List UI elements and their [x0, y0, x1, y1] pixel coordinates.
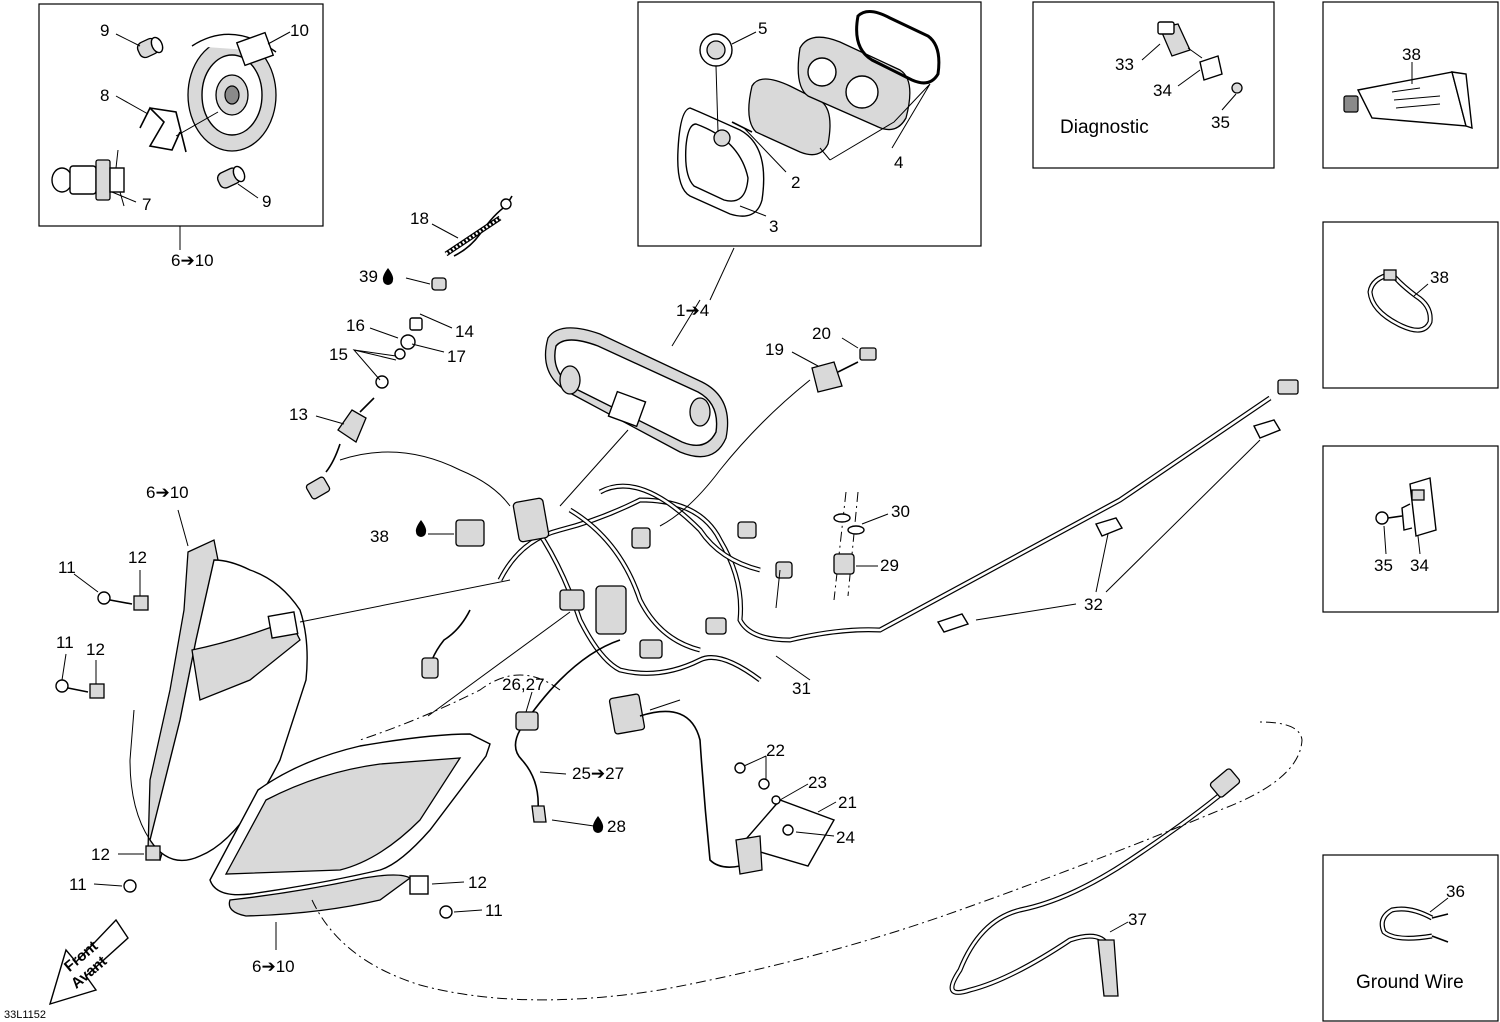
callout-29: 29: [880, 556, 899, 575]
diagnostic-label: Diagnostic: [1060, 117, 1149, 138]
callout-34-diag: 34: [1153, 81, 1172, 100]
callout-39: 39: [359, 267, 378, 286]
callout-32: 32: [1084, 595, 1103, 614]
callout-11-d: 11: [485, 901, 503, 920]
callout-14: 14: [455, 322, 474, 341]
callout-23: 23: [808, 773, 827, 792]
callout-6-10-right: 6➔10: [252, 957, 295, 976]
callout-12-d: 12: [468, 873, 487, 892]
callout-6-10-left: 6➔10: [146, 483, 189, 502]
callout-6-10-top: 6➔10: [171, 251, 214, 270]
sensor-29: 30 29: [833, 491, 910, 601]
front-arrow-icon: Front Avant: [48, 918, 129, 1006]
gauge-assembly: 1➔4: [544, 247, 735, 458]
callout-5: 5: [758, 19, 767, 38]
callout-15: 15: [329, 345, 348, 364]
control-module: 22 23 21 24: [608, 693, 857, 875]
diagnostic-box: 33 34 35 Diagnostic: [1032, 1, 1275, 169]
headlamp-reflector: [187, 31, 277, 152]
callout-19: 19: [765, 340, 784, 359]
callout-17: 17: [447, 347, 466, 366]
diagnostic-nut: [1231, 82, 1243, 94]
callout-12-b: 12: [86, 640, 105, 659]
rubber-sleeve-upper: [136, 36, 164, 59]
clip-bracket-box: 35 34: [1322, 445, 1499, 613]
callout-31: 31: [792, 679, 811, 698]
callout-1-4: 1➔4: [676, 301, 709, 320]
callout-20: 20: [812, 324, 831, 343]
callout-11-c: 11: [69, 875, 87, 894]
mounting-bracket: [1401, 477, 1437, 537]
ground-wire-box: 36 Ground Wire: [1322, 854, 1499, 1022]
oil-drop-icon: [415, 520, 427, 537]
callout-35-clip: 35: [1374, 556, 1393, 575]
drawing-number: 33L1152: [4, 1009, 46, 1021]
rubber-sleeve-lower: [216, 165, 246, 189]
callout-35-diag: 35: [1211, 113, 1230, 132]
callout-9-lower: 9: [262, 192, 271, 211]
callout-25-27: 25➔27: [572, 764, 624, 783]
wiring-harness: 31: [421, 379, 1299, 731]
callout-36: 36: [1446, 882, 1465, 901]
oil-drop-icon: [592, 816, 604, 833]
callout-38-connector: 38: [370, 527, 389, 546]
callout-30: 30: [891, 502, 910, 521]
callout-11-b: 11: [56, 633, 74, 652]
callout-28: 28: [607, 817, 626, 836]
callout-24: 24: [836, 828, 855, 847]
gauge-lens: [748, 78, 831, 156]
oil-drop-icon: [382, 268, 394, 285]
gauge-components-box: 5 2 3 4: [637, 1, 982, 247]
bracket-screw: [1375, 511, 1403, 525]
gauge-gasket: [855, 10, 941, 85]
callout-26-27: 26,27: [502, 675, 545, 694]
tie-strap-box: 38: [1322, 221, 1499, 389]
gauge-dial: [699, 33, 733, 67]
callout-34-clip: 34: [1410, 556, 1429, 575]
callout-38-strap: 38: [1430, 268, 1449, 287]
sealant-tube-box: 38: [1322, 1, 1499, 169]
callout-33: 33: [1115, 55, 1134, 74]
left-headlamp-assembly: 6➔10 11 12 11 12 12 11: [55, 483, 308, 894]
right-headlamp-assembly: 6➔10 12 11: [209, 733, 503, 976]
callout-37: 37: [1128, 910, 1147, 929]
callout-4: 4: [894, 153, 903, 172]
temperature-sensor: 26,27 25➔27 28: [502, 675, 626, 836]
callout-12-a: 12: [128, 548, 147, 567]
callout-2: 2: [791, 173, 800, 192]
callout-21: 21: [838, 793, 857, 812]
protective-sleeves: 32: [936, 419, 1282, 633]
callout-18: 18: [410, 209, 429, 228]
callout-7: 7: [142, 195, 151, 214]
callout-9-upper: 9: [100, 21, 109, 40]
callout-16: 16: [346, 316, 365, 335]
callout-38-tube: 38: [1402, 45, 1421, 64]
callout-22: 22: [766, 741, 785, 760]
diagnostic-connector: [1157, 21, 1191, 57]
exhaust-temperature-sensor: 37: [949, 768, 1241, 997]
connector-38: 38: [370, 519, 485, 547]
callout-10: 10: [290, 21, 309, 40]
callout-11-a: 11: [58, 558, 76, 577]
callout-3: 3: [769, 217, 778, 236]
ground-wire-label: Ground Wire: [1356, 972, 1464, 993]
callout-8: 8: [100, 86, 109, 105]
headlamp-bulb: [51, 149, 125, 207]
sealant-tube: [1343, 71, 1473, 130]
switch-assembly: 19 20: [765, 324, 877, 393]
diagnostic-bracket: [1199, 55, 1223, 81]
bulb-retaining-spring: [139, 106, 187, 153]
callout-12-c: 12: [91, 845, 110, 864]
ground-wire: [1379, 906, 1449, 943]
routing-lines: [299, 379, 1303, 1001]
headlamp-components-box: 9 10 8 7 9 6➔10: [38, 3, 324, 270]
sensor-stack: 18 39 14 16 17 15 13: [289, 195, 513, 500]
callout-13: 13: [289, 405, 308, 424]
